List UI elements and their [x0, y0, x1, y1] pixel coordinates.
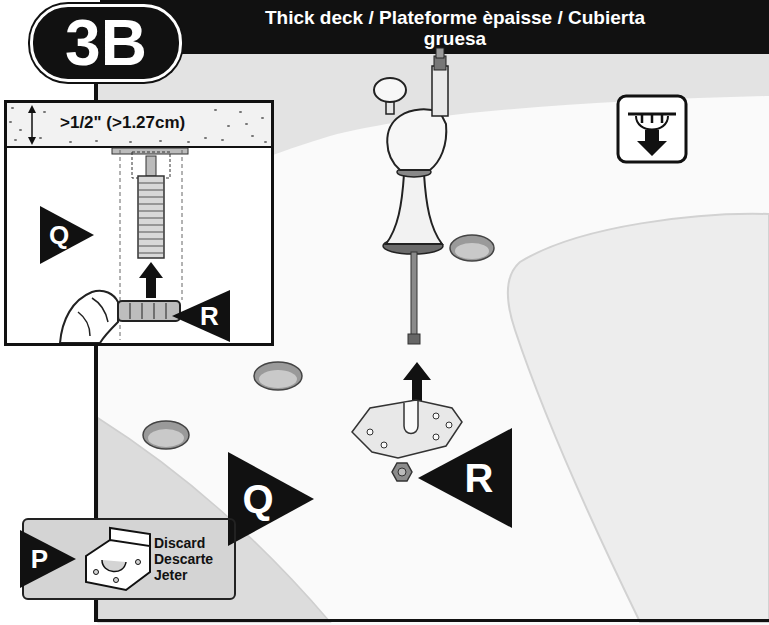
dimension-label: >1/2" (>1.27cm)	[57, 112, 188, 134]
discard-bracket-hole	[114, 578, 119, 583]
callout-triangle: P	[20, 530, 76, 588]
hand	[60, 291, 118, 343]
title-bar	[100, 0, 769, 54]
up-arrow	[403, 362, 431, 404]
bracket-slot	[404, 401, 418, 434]
bracket-hole	[446, 422, 452, 428]
under-mount-icon	[618, 96, 686, 162]
callout-triangle-fill	[228, 452, 314, 546]
discard-bracket-hole	[94, 570, 99, 575]
deck-section	[7, 103, 271, 147]
dimension-arrowhead	[28, 137, 36, 145]
detail-inset: Q R >1/2" (>1.27cm)	[4, 100, 274, 346]
bracket-hole	[433, 434, 439, 440]
discard-bracket-hole	[136, 560, 141, 565]
callout-triangle-fill	[20, 530, 76, 588]
bracket-hole	[381, 442, 387, 448]
callout-letter: R	[200, 303, 219, 329]
callout-triangle: R	[172, 290, 230, 342]
faucet-head	[387, 109, 446, 170]
hand-nut-ribs	[130, 303, 166, 319]
mounting-bracket	[352, 400, 462, 458]
bracket-hole	[367, 429, 373, 435]
mounting-hole	[254, 362, 302, 390]
dimension-line	[31, 110, 33, 140]
mounting-nut-bore	[398, 468, 406, 476]
title-text: Thick deck / Plateforme èpaisse / Cubier…	[255, 3, 655, 53]
callout-triangle: R	[418, 428, 512, 528]
faucet-knob	[374, 78, 406, 102]
mounting-hole-shade	[259, 370, 297, 388]
deck-plate	[112, 148, 188, 154]
detail-frame	[132, 152, 170, 178]
hand-finger-line	[78, 298, 108, 336]
shank-threads	[138, 183, 164, 253]
mounting-nut	[392, 463, 412, 481]
up-arrow	[139, 262, 163, 298]
mounting-hole-shade	[148, 429, 184, 447]
callout-triangle: Q	[228, 452, 314, 546]
discard-bracket	[86, 540, 150, 590]
hand-nut	[118, 301, 180, 321]
callout-triangle-fill	[40, 206, 94, 264]
mounting-hole	[143, 421, 189, 449]
mounting-hole	[450, 235, 494, 261]
dimension-arrowhead	[28, 105, 36, 113]
valve-tip	[436, 48, 444, 58]
sink-basin	[508, 214, 769, 622]
callout-triangle-fill	[172, 290, 230, 342]
threaded-shank	[138, 176, 164, 258]
icon-pegs	[642, 114, 662, 123]
step-badge: 3B	[30, 4, 182, 82]
shank-rod	[411, 252, 417, 336]
callout-triangle-fill	[418, 428, 512, 528]
inset-ground	[4, 100, 274, 346]
bracket-hole	[433, 413, 439, 419]
callout-letter: P	[31, 546, 48, 572]
callout-letter: R	[465, 458, 494, 498]
discard-panel: P Discard Descarte Jeter	[22, 518, 236, 600]
mounting-hole-shade	[455, 243, 489, 259]
callout-letter: Q	[49, 222, 69, 248]
step-number: 3B	[65, 11, 147, 75]
callout-triangle: Q	[40, 206, 94, 264]
callout-letter: Q	[242, 479, 273, 519]
deck-texture	[10, 108, 266, 142]
discard-note: Discard Descarte Jeter	[154, 535, 213, 583]
faucet-body	[386, 174, 442, 244]
frame-line	[94, 619, 769, 622]
shank-rod	[146, 156, 156, 176]
discard-bracket-slot	[102, 560, 126, 572]
valve-stem	[432, 66, 448, 116]
icon-arrow	[637, 130, 667, 156]
shank-end	[408, 334, 420, 344]
